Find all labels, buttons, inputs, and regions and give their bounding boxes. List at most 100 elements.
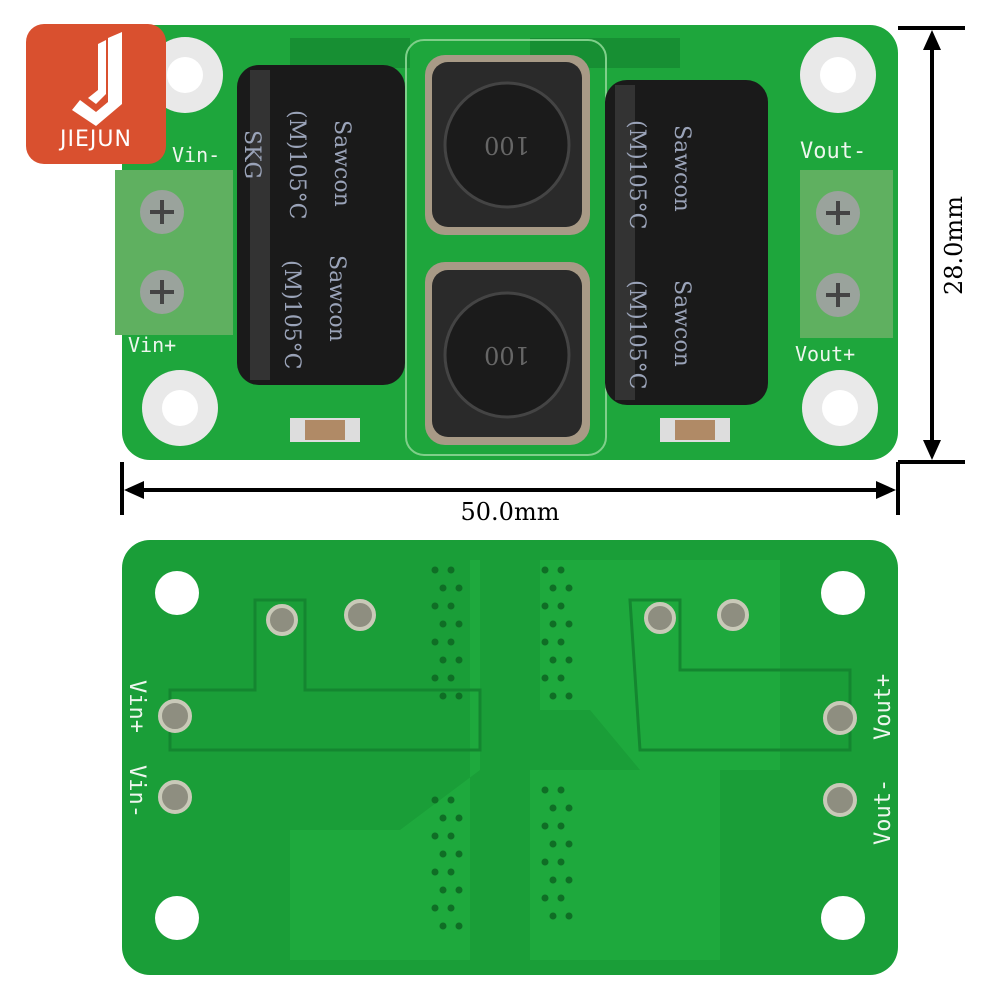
via xyxy=(541,858,549,866)
via xyxy=(549,840,557,848)
label-vout-minus: Vout- xyxy=(800,139,866,164)
via xyxy=(431,868,439,876)
via xyxy=(549,620,557,628)
label-vin-minus-bottom: Vin- xyxy=(124,765,149,818)
capacitor-left: Sawcon (M)105°C Sawcon (M)105°C SKG xyxy=(237,65,405,385)
via xyxy=(447,638,455,646)
via xyxy=(439,814,447,822)
via xyxy=(447,566,455,574)
mounting-hole xyxy=(155,571,199,615)
via xyxy=(455,922,463,930)
label-vin-minus: Vin- xyxy=(172,143,220,167)
via xyxy=(549,584,557,592)
via xyxy=(541,786,549,794)
capacitor-rating: (M)105°C xyxy=(284,110,309,220)
via xyxy=(447,832,455,840)
via xyxy=(541,602,549,610)
via xyxy=(557,638,565,646)
via xyxy=(447,868,455,876)
via xyxy=(541,674,549,682)
via xyxy=(455,886,463,894)
mounting-hole xyxy=(155,896,199,940)
via xyxy=(439,584,447,592)
capacitor-brand: Sawcon xyxy=(329,120,354,207)
via xyxy=(565,876,573,884)
via xyxy=(557,602,565,610)
via xyxy=(557,566,565,574)
mounting-hole xyxy=(821,896,865,940)
via xyxy=(557,822,565,830)
solder-joint xyxy=(823,783,857,817)
logo-text: JIEJUN xyxy=(60,127,132,152)
mounting-hole xyxy=(142,370,218,446)
top-pcb: Vout- Vout+ Vin- Vin+ Sawcon (M)105°C Sa… xyxy=(115,25,898,460)
mounting-hole xyxy=(821,571,865,615)
via xyxy=(439,850,447,858)
via xyxy=(439,922,447,930)
via xyxy=(565,656,573,664)
capacitor-rating: (M)105°C xyxy=(279,260,304,370)
via xyxy=(439,620,447,628)
smd-capacitor xyxy=(290,418,360,442)
terminal-block-input xyxy=(115,170,233,335)
width-dimension xyxy=(120,462,900,515)
bottom-pcb: Vin+ Vin- Vout- Vout+ xyxy=(122,540,898,975)
via xyxy=(541,894,549,902)
via xyxy=(541,638,549,646)
solder-joint xyxy=(344,599,376,631)
via xyxy=(439,656,447,664)
via xyxy=(447,796,455,804)
height-label: 28.0mm xyxy=(940,196,968,295)
label-vout-plus: Vout+ xyxy=(795,342,855,366)
height-dimension xyxy=(898,26,965,464)
via xyxy=(455,692,463,700)
label-vout-minus-bottom: Vout- xyxy=(871,779,896,845)
via xyxy=(557,858,565,866)
via xyxy=(557,674,565,682)
via xyxy=(439,692,447,700)
via xyxy=(447,602,455,610)
via xyxy=(447,904,455,912)
inductor-bottom: 100 xyxy=(425,262,590,445)
via xyxy=(431,674,439,682)
via xyxy=(565,692,573,700)
terminal-block-output xyxy=(800,170,893,338)
capacitor-brand: Sawcon xyxy=(324,255,349,342)
mounting-hole xyxy=(802,370,878,446)
solder-joint xyxy=(158,780,192,814)
capacitor-rating: (M)105°C xyxy=(624,280,649,390)
solder-joint xyxy=(266,604,298,636)
via xyxy=(431,832,439,840)
via xyxy=(549,804,557,812)
via xyxy=(431,566,439,574)
via xyxy=(565,840,573,848)
via xyxy=(455,584,463,592)
via-array xyxy=(431,566,573,930)
via xyxy=(455,850,463,858)
via xyxy=(431,638,439,646)
label-vin-plus-bottom: Vin+ xyxy=(124,680,149,733)
solder-joint xyxy=(823,701,857,735)
capacitor-right: Sawcon (M)105°C Sawcon (M)105°C xyxy=(605,80,768,405)
via xyxy=(549,656,557,664)
via xyxy=(455,814,463,822)
via xyxy=(565,584,573,592)
smd-capacitor xyxy=(660,418,730,442)
label-vout-plus-bottom: Vout+ xyxy=(871,674,896,740)
capacitor-rating: (M)105°C xyxy=(624,120,649,230)
via xyxy=(541,822,549,830)
width-label: 50.0mm xyxy=(461,498,560,526)
capacitor-brand: Sawcon xyxy=(669,125,694,212)
via xyxy=(549,692,557,700)
mounting-hole xyxy=(147,37,223,113)
label-vin-plus: Vin+ xyxy=(128,333,176,357)
via xyxy=(439,886,447,894)
solder-joint xyxy=(158,699,192,733)
capacitor-brand: Sawcon xyxy=(669,280,694,367)
solder-joint xyxy=(644,602,676,634)
inductor-top: 100 xyxy=(425,55,590,235)
inductor-marking: 100 xyxy=(484,341,530,369)
via xyxy=(557,786,565,794)
via xyxy=(455,656,463,664)
